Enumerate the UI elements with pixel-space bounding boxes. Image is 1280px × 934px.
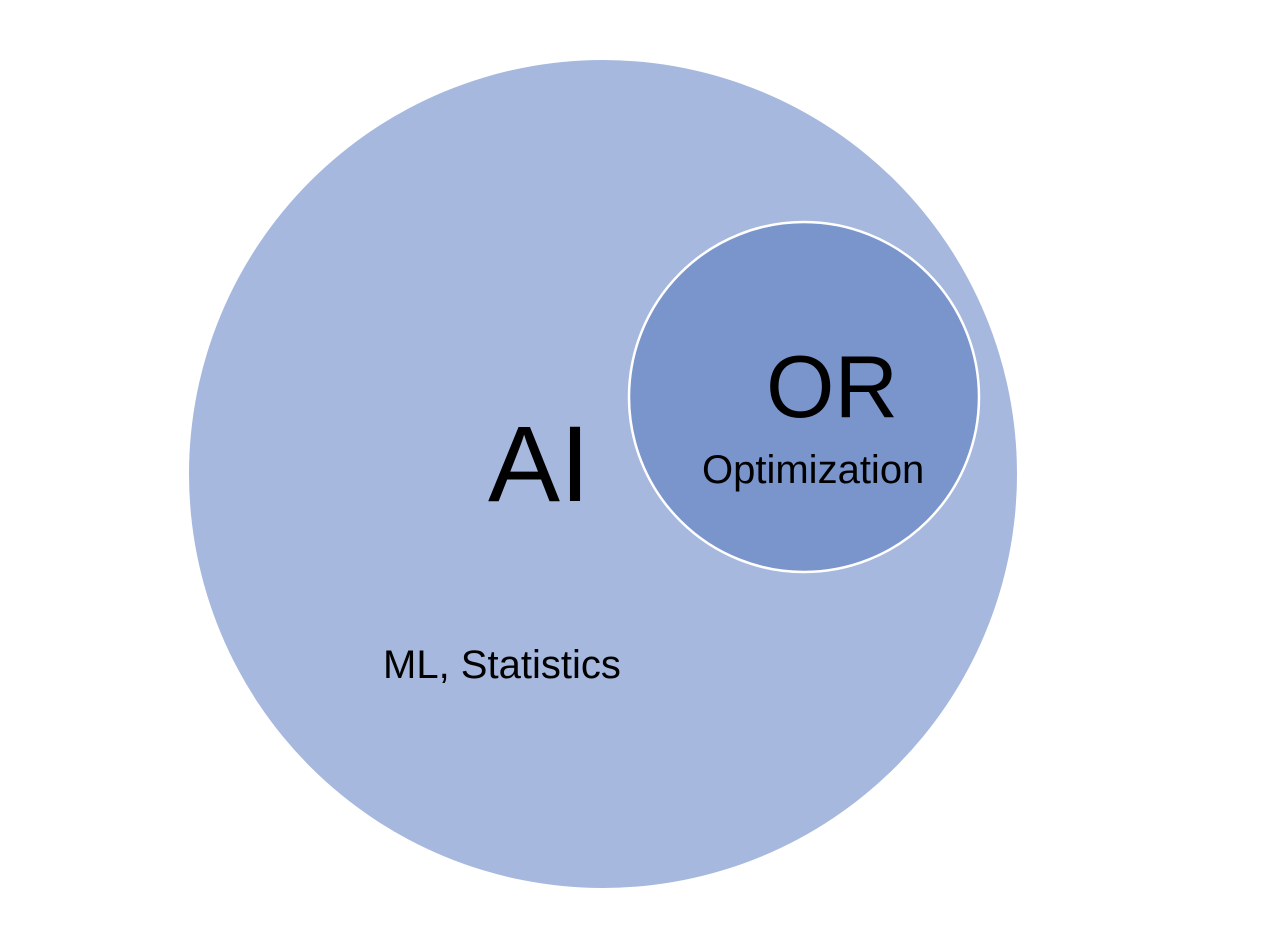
or-inner-circle xyxy=(627,220,981,574)
optimization-label: Optimization xyxy=(702,448,925,492)
ml-statistics-label: ML, Statistics xyxy=(383,643,621,687)
or-label: OR xyxy=(766,337,898,436)
ai-label: AI xyxy=(488,403,591,524)
